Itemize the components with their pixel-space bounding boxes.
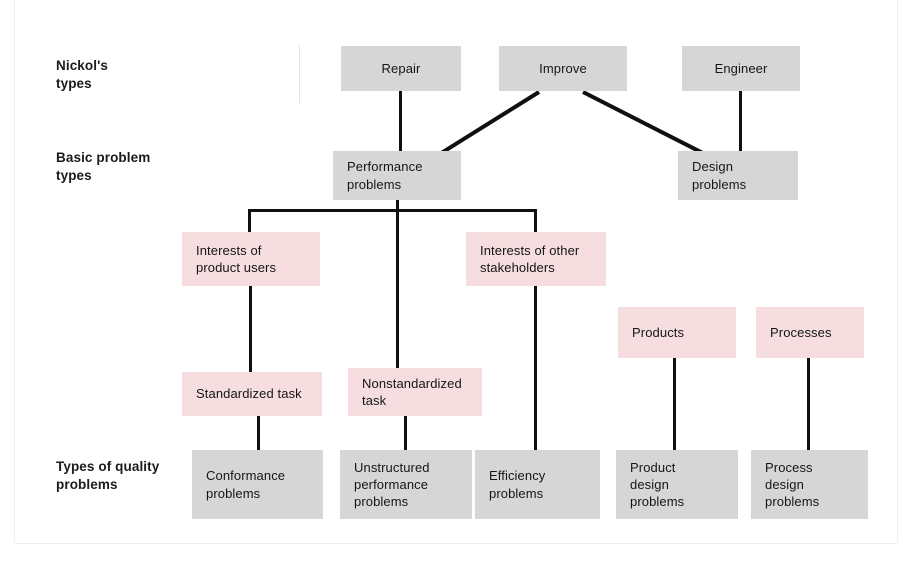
node-interests-of-product-users-label: Interests of product users	[196, 242, 277, 275]
edge-standardized-task-to-conformance	[257, 416, 260, 450]
node-improve[interactable]: Improve	[499, 46, 627, 91]
edge-repair-to-performance	[399, 91, 402, 151]
edge-improve-to-design	[582, 90, 704, 155]
edge-product-users-to-standardized-task	[249, 286, 252, 372]
edge-performance-stem	[396, 200, 399, 212]
edge-nonstandardized-task-to-unstructured	[404, 416, 407, 450]
node-nonstandardized-task-label: Nonstandardized task	[362, 375, 462, 408]
node-product-design-problems-label: Product design problems	[630, 459, 685, 510]
edge-performance-to-nonstandardized-task	[396, 209, 399, 372]
edge-products-to-product-design	[673, 358, 676, 450]
row-label-nickols-types: Nickol's types	[56, 58, 109, 91]
edge-other-stakeholders-to-efficiency	[534, 286, 537, 450]
header-divider	[299, 45, 300, 103]
edge-processes-to-process-design	[807, 358, 810, 450]
node-conformance-problems-label: Conformance problems	[206, 468, 286, 501]
node-nonstandardized-task[interactable]: Nonstandardized task	[348, 368, 482, 416]
edge-bus-to-interests-product-users	[248, 209, 251, 233]
node-repair[interactable]: Repair	[341, 46, 461, 91]
edge-improve-to-performance	[440, 90, 541, 155]
node-process-design-problems[interactable]: Process design problems	[751, 450, 868, 519]
node-unstructured-performance-problems-label: Unstructured performance problems	[354, 459, 430, 510]
row-label-basic-problem-types: Basic problem types	[56, 150, 151, 183]
node-efficiency-problems[interactable]: Efficiency problems	[475, 450, 600, 519]
row-label-types-of-quality-problems: Types of quality problems	[56, 459, 160, 492]
node-process-design-problems-label: Process design problems	[765, 459, 820, 510]
node-repair-label: Repair	[381, 60, 421, 76]
node-unstructured-performance-problems[interactable]: Unstructured performance problems	[340, 450, 472, 519]
node-performance-problems[interactable]: Performance problems	[333, 151, 461, 200]
node-standardized-task[interactable]: Standardized task	[182, 372, 322, 416]
node-standardized-task-label: Standardized task	[196, 386, 302, 402]
node-engineer-label: Engineer	[714, 60, 768, 76]
node-conformance-problems[interactable]: Conformance problems	[192, 450, 323, 519]
node-processes[interactable]: Processes	[756, 307, 864, 358]
node-design-problems-label: Design problems	[692, 159, 747, 192]
node-interests-of-other-stakeholders-label: Interests of other stakeholders	[480, 242, 580, 275]
edge-performance-bus	[248, 209, 537, 212]
node-product-design-problems[interactable]: Product design problems	[616, 450, 738, 519]
node-improve-label: Improve	[539, 60, 587, 76]
node-processes-label: Processes	[770, 324, 832, 340]
node-design-problems[interactable]: Design problems	[678, 151, 798, 200]
edge-bus-to-interests-other-stakeholders	[534, 209, 537, 233]
node-efficiency-problems-label: Efficiency problems	[489, 468, 546, 501]
node-products[interactable]: Products	[618, 307, 736, 358]
node-products-label: Products	[632, 324, 685, 340]
node-interests-of-other-stakeholders[interactable]: Interests of other stakeholders	[466, 232, 606, 286]
node-interests-of-product-users[interactable]: Interests of product users	[182, 232, 320, 286]
node-engineer[interactable]: Engineer	[682, 46, 800, 91]
edge-engineer-to-design	[739, 91, 742, 151]
node-performance-problems-label: Performance problems	[347, 159, 423, 192]
